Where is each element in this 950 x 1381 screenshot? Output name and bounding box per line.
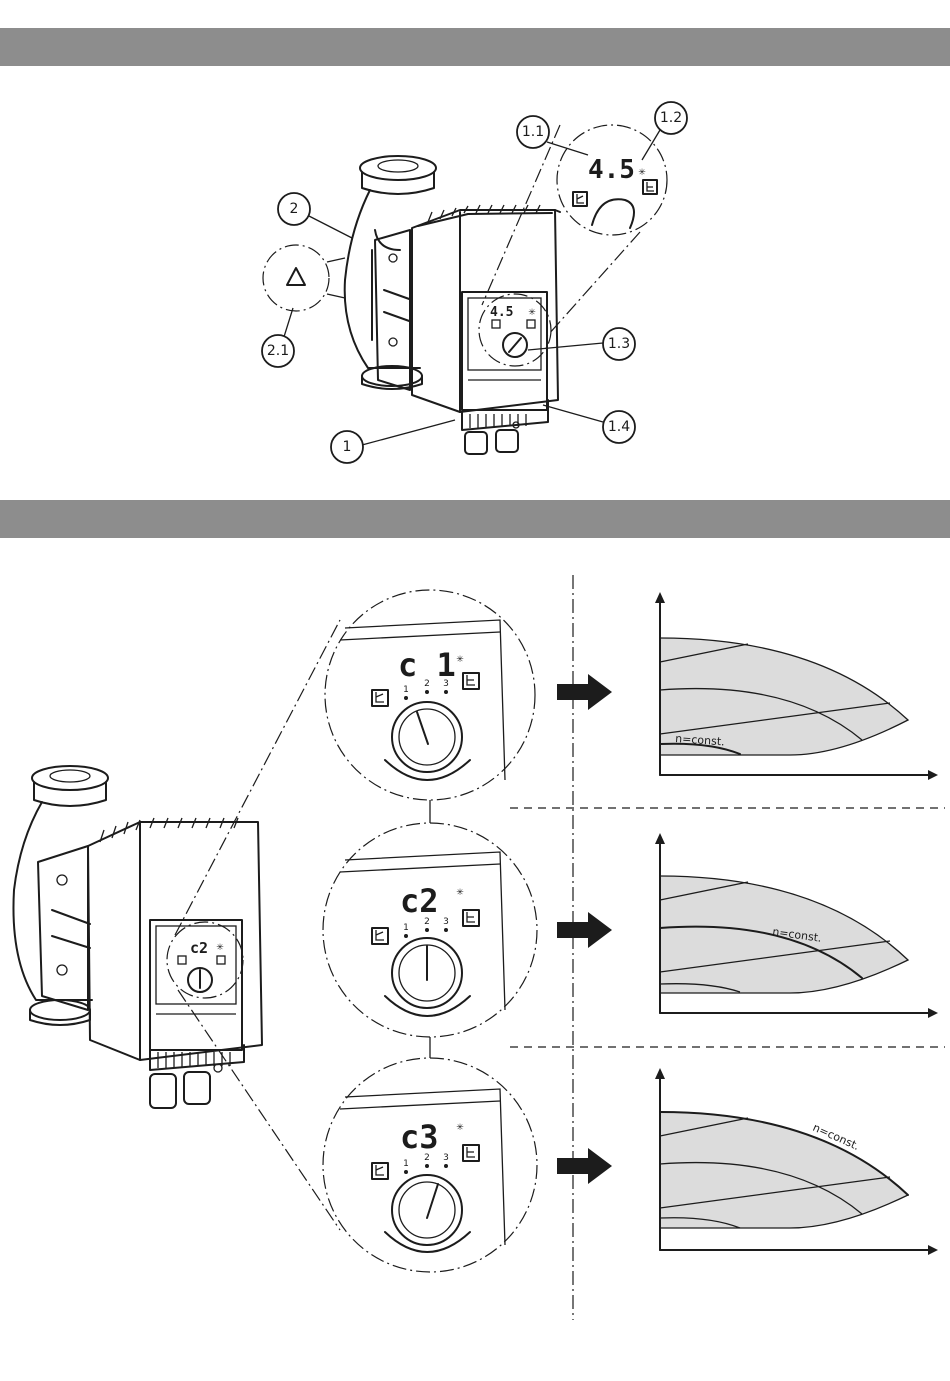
mode3-knob[interactable]: [392, 1175, 462, 1245]
pump-curve-chart-1: n=const.: [655, 592, 938, 780]
pump-curve-chart-3: n=const.: [655, 1068, 938, 1255]
sun-icon-small: ✳: [528, 308, 536, 318]
svg-text:1.4: 1.4: [608, 419, 630, 435]
mode-zoom-3: c3 ✳ 1 2 3: [323, 1058, 537, 1272]
svg-text:2: 2: [424, 1153, 430, 1163]
svg-text:✳: ✳: [456, 888, 464, 898]
arrow-right-icon: [557, 912, 612, 948]
svg-text:✳: ✳: [456, 655, 464, 665]
pump2-display: c2: [190, 939, 208, 957]
pump-curve-chart-2: n=const.: [655, 833, 938, 1018]
svg-text:✳: ✳: [216, 943, 224, 953]
svg-text:2: 2: [424, 917, 430, 927]
arrow-right-icon: [557, 674, 612, 710]
svg-text:✳: ✳: [456, 1123, 464, 1133]
svg-text:1.3: 1.3: [608, 336, 630, 352]
flow-symbol-icon: [573, 192, 587, 206]
callout-2: 2: [278, 193, 310, 225]
mode3-display: c3: [400, 1118, 439, 1156]
svg-text:1: 1: [403, 923, 409, 933]
mode1-knob[interactable]: [392, 702, 462, 772]
svg-text:2: 2: [424, 679, 430, 689]
pump-display: 4.5: [490, 305, 513, 320]
svg-text:1.1: 1.1: [522, 124, 544, 140]
svg-text:1: 1: [403, 1159, 409, 1169]
callout-1-3: 1.3: [603, 328, 635, 360]
svg-text:3: 3: [443, 679, 449, 689]
mode2-display: c2: [400, 882, 439, 920]
svg-text:3: 3: [443, 1153, 449, 1163]
mode-zoom-1: c 1 ✳ 1 2 3: [325, 590, 535, 800]
sun-icon: ✳: [638, 168, 646, 178]
arrow-right-icon: [557, 1148, 612, 1184]
svg-text:1: 1: [403, 685, 409, 695]
zoom-display: 4.5: [588, 155, 635, 185]
svg-text:2.1: 2.1: [267, 343, 289, 359]
mode-zoom-2: c2 ✳ 1 2 3: [323, 823, 537, 1037]
svg-text:2: 2: [290, 201, 299, 217]
callout-1-1: 1.1: [517, 116, 549, 148]
callout-1-2: 1.2: [655, 102, 687, 134]
svg-text:1: 1: [343, 439, 352, 455]
pump-bottom-figure: c2 ✳ c 1 ✳: [13, 575, 945, 1320]
triangle-warning-icon: [287, 268, 305, 285]
callout-2-1: 2.1: [262, 335, 294, 367]
pump-top-figure: 4.5 ✳ 4.5 ✳: [262, 102, 687, 463]
svg-text:3: 3: [443, 917, 449, 927]
callout-1-4: 1.4: [603, 411, 635, 443]
svg-text:1.2: 1.2: [660, 110, 682, 126]
callout-1: 1: [331, 431, 363, 463]
